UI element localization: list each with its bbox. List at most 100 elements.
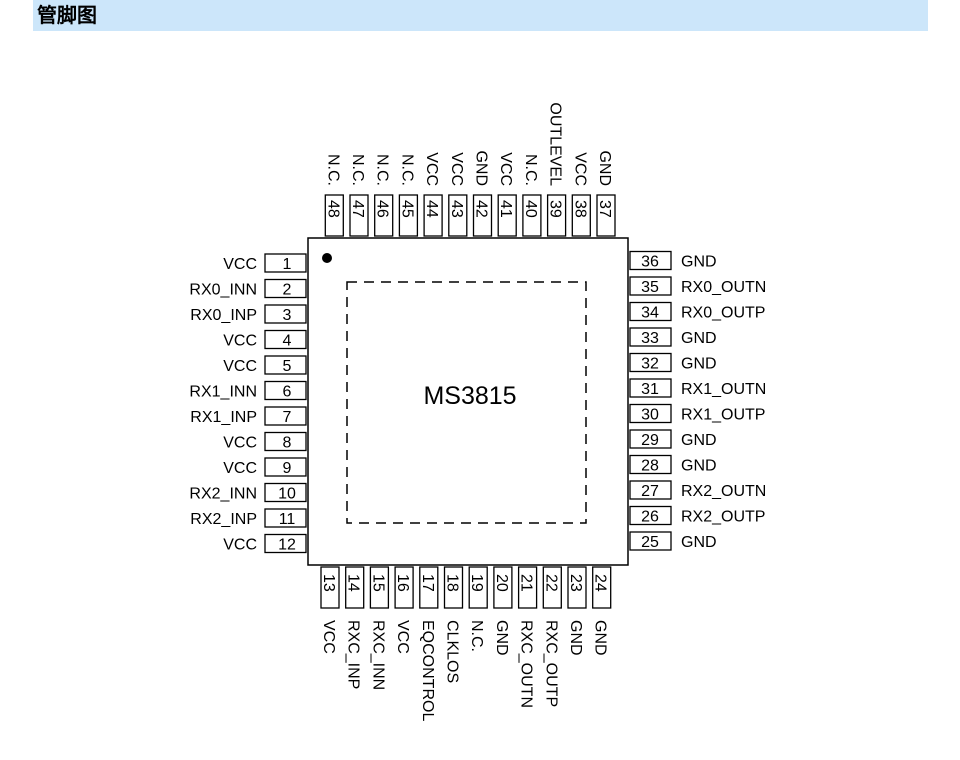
pin-label: GND [681,254,717,271]
section-title: 管脚图 [37,3,97,27]
pin-box [542,566,562,609]
pin-box [629,276,672,296]
pin-number: 24 [592,574,609,592]
pin-number: 17 [419,574,436,592]
pin-label: OUTLEVEL [547,102,564,186]
pin-box [629,403,672,424]
pin-number: 39 [547,200,564,218]
pin-box [493,566,513,609]
pin-box [592,566,612,609]
pin-box [443,566,464,609]
pin-box [419,566,439,609]
pin-number: 26 [641,509,659,526]
pin-label: VCC [497,152,514,186]
pin-label: N.C. [324,154,341,186]
pin-number: 22 [542,574,559,592]
pin-label: RXC_INN [369,620,386,690]
pin-box [374,194,394,237]
pin-label: RXC_INP [345,620,362,689]
pin-box [264,355,307,375]
pin-box [349,194,369,237]
pin-label: CLKLOS [444,620,461,683]
pin-box [264,431,307,452]
pin-label: N.C. [374,154,391,186]
pin-label: RX1_OUTP [681,407,765,424]
pin-number: 32 [641,356,659,373]
pin-label: N.C. [522,154,539,186]
pin-box [629,480,672,500]
pin-number: 45 [398,200,415,218]
pin1-indicator-dot [322,253,332,263]
pin-box [629,454,672,475]
pin-number: 28 [641,458,659,475]
pin-number: 10 [278,486,296,503]
pin-box [324,194,344,237]
pin-label: N.C. [398,154,415,186]
pin-label: VCC [223,358,257,375]
pin-box [398,194,419,237]
pin-number: 2 [283,282,292,299]
pin-label: GND [681,330,717,347]
pin-label: VCC [571,152,588,186]
pin-box [264,508,307,528]
pin-label: VCC [223,435,257,452]
pin-box [571,194,591,237]
pin-box [448,194,468,237]
pin-box [629,352,672,373]
pin-label: RX1_INP [190,409,257,426]
chip-body [307,237,629,566]
pin-number: 48 [324,200,341,218]
pin-label: RXC_OUTN [518,620,535,708]
pin-number: 23 [567,574,584,592]
pin-number: 15 [369,574,386,592]
pin-label: RX0_INP [190,307,257,324]
pin-number: 43 [448,200,465,218]
pin-label: VCC [223,256,257,273]
pin-label: RX2_OUTP [681,509,765,526]
exposed-pad-outline [346,281,587,524]
pin-label: N.C. [468,620,485,652]
pin-number: 18 [444,574,461,592]
pin-box [264,304,307,324]
pin-number: 21 [518,574,535,592]
pin-label: RX1_OUTN [681,381,766,398]
pin-box [264,457,307,477]
pin-label: GND [681,356,717,373]
pin-number: 33 [641,330,659,347]
pin-box [394,566,414,609]
pin-box [369,566,390,609]
pin-box [546,194,567,237]
pin-number: 14 [345,574,362,592]
pin-box [629,301,672,322]
pin-label: RX1_INN [189,384,257,401]
pin-number: 38 [571,200,588,218]
pin-label: RX0_OUTN [681,279,766,296]
pin-label: VCC [223,537,257,554]
pin-number: 37 [596,200,613,218]
pin-box [629,505,672,526]
pin-label: GND [567,620,584,656]
pin-number: 1 [283,256,292,273]
chip-name: MS3815 [423,382,516,410]
pin-box [264,329,307,350]
pin-label: VCC [223,333,257,350]
pin-number: 19 [468,574,485,592]
pin-number: 4 [283,333,292,350]
pin-number: 44 [423,200,440,218]
pin-box [517,566,538,609]
pin-label: RX2_OUTN [681,483,766,500]
pin-number: 16 [394,574,411,592]
pin-number: 42 [473,200,490,218]
pin-number: 11 [279,511,296,528]
pin-label: GND [493,620,510,656]
pin-box [629,531,672,551]
pin-box [320,566,340,609]
pin-label: VCC [223,460,257,477]
pin-box [264,278,307,299]
pin-number: 12 [278,537,296,554]
pin-number: 36 [641,254,659,271]
pin-number: 31 [641,381,659,398]
pin-number: 5 [283,358,292,375]
pin-label: VCC [423,152,440,186]
pin-box [468,566,488,609]
